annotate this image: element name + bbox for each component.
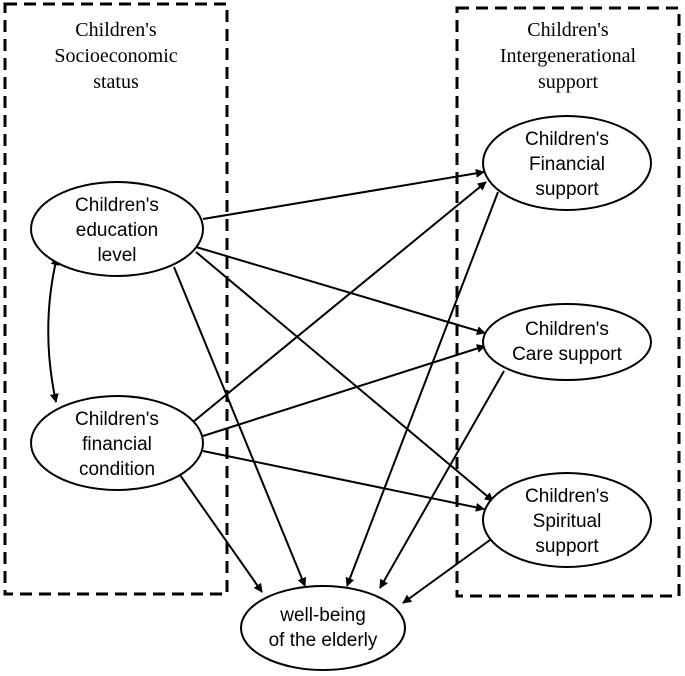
node-wellbeing: well-being of the elderly	[240, 585, 406, 671]
education-label-line-2: education	[76, 220, 158, 241]
arrow-education-to-financial-support	[202, 168, 485, 220]
spiritual-support-label-line-1: Children's	[525, 486, 609, 507]
intergenerational-group-title-line-3: support	[538, 71, 598, 93]
intergenerational-support-group	[455, 6, 681, 598]
financial-support-label-line-1: Children's	[525, 129, 609, 150]
education-label-line-3: level	[97, 245, 136, 266]
intergenerational-group-title-line-2: Intergenerational	[500, 45, 637, 67]
arrow-education-to-spiritual-support	[195, 251, 494, 502]
financial-condition-label-line-2: financial	[82, 434, 152, 455]
node-spiritual-support: Children's Spiritual support	[482, 472, 652, 568]
financial-condition-label-line-3: condition	[79, 459, 155, 480]
arrow-financial-condition-to-spiritual-support	[202, 450, 485, 512]
arrow-care-support-to-wellbeing	[379, 370, 505, 589]
socioeconomic-group-title-line-2: Socioeconomic	[54, 45, 177, 67]
arrow-education-to-care-support	[195, 246, 486, 336]
financial-support-label-line-2: Financial	[529, 154, 605, 175]
socioeconomic-status-group	[3, 2, 229, 596]
wellbeing-label-line-1: well-being	[279, 605, 366, 626]
spiritual-support-label-line-3: support	[535, 536, 599, 557]
wellbeing-label-line-2: of the elderly	[269, 630, 378, 651]
arrow-financial-condition-to-care-support	[202, 344, 486, 437]
correlation-arrow-education-financial-condition	[47, 256, 60, 403]
socioeconomic-group-title-line-3: status	[93, 71, 139, 93]
edges-layer	[47, 168, 505, 604]
education-label-line-1: Children's	[75, 195, 159, 216]
spiritual-support-label-line-2: Spiritual	[533, 511, 602, 532]
arrow-spiritual-support-to-wellbeing	[402, 539, 491, 604]
node-financial-support: Children's Financial support	[482, 115, 652, 211]
node-financial-condition: Children's financial condition	[30, 395, 204, 491]
node-education-level: Children's education level	[30, 181, 204, 277]
arrow-education-to-wellbeing	[173, 266, 307, 587]
financial-support-label-line-3: support	[535, 179, 599, 200]
arrow-financial-support-to-wellbeing	[345, 191, 499, 587]
arrow-financial-condition-to-financial-support	[192, 181, 487, 423]
financial-condition-label-line-1: Children's	[75, 409, 159, 430]
socioeconomic-group-title-line-1: Children's	[75, 19, 157, 41]
care-support-label-line-1: Children's	[525, 319, 609, 340]
node-care-support: Children's Care support	[482, 303, 652, 381]
intergenerational-group-title-line-1: Children's	[527, 19, 609, 41]
care-support-label-line-2: Care support	[512, 344, 623, 365]
arrow-financial-condition-to-wellbeing	[179, 474, 263, 593]
